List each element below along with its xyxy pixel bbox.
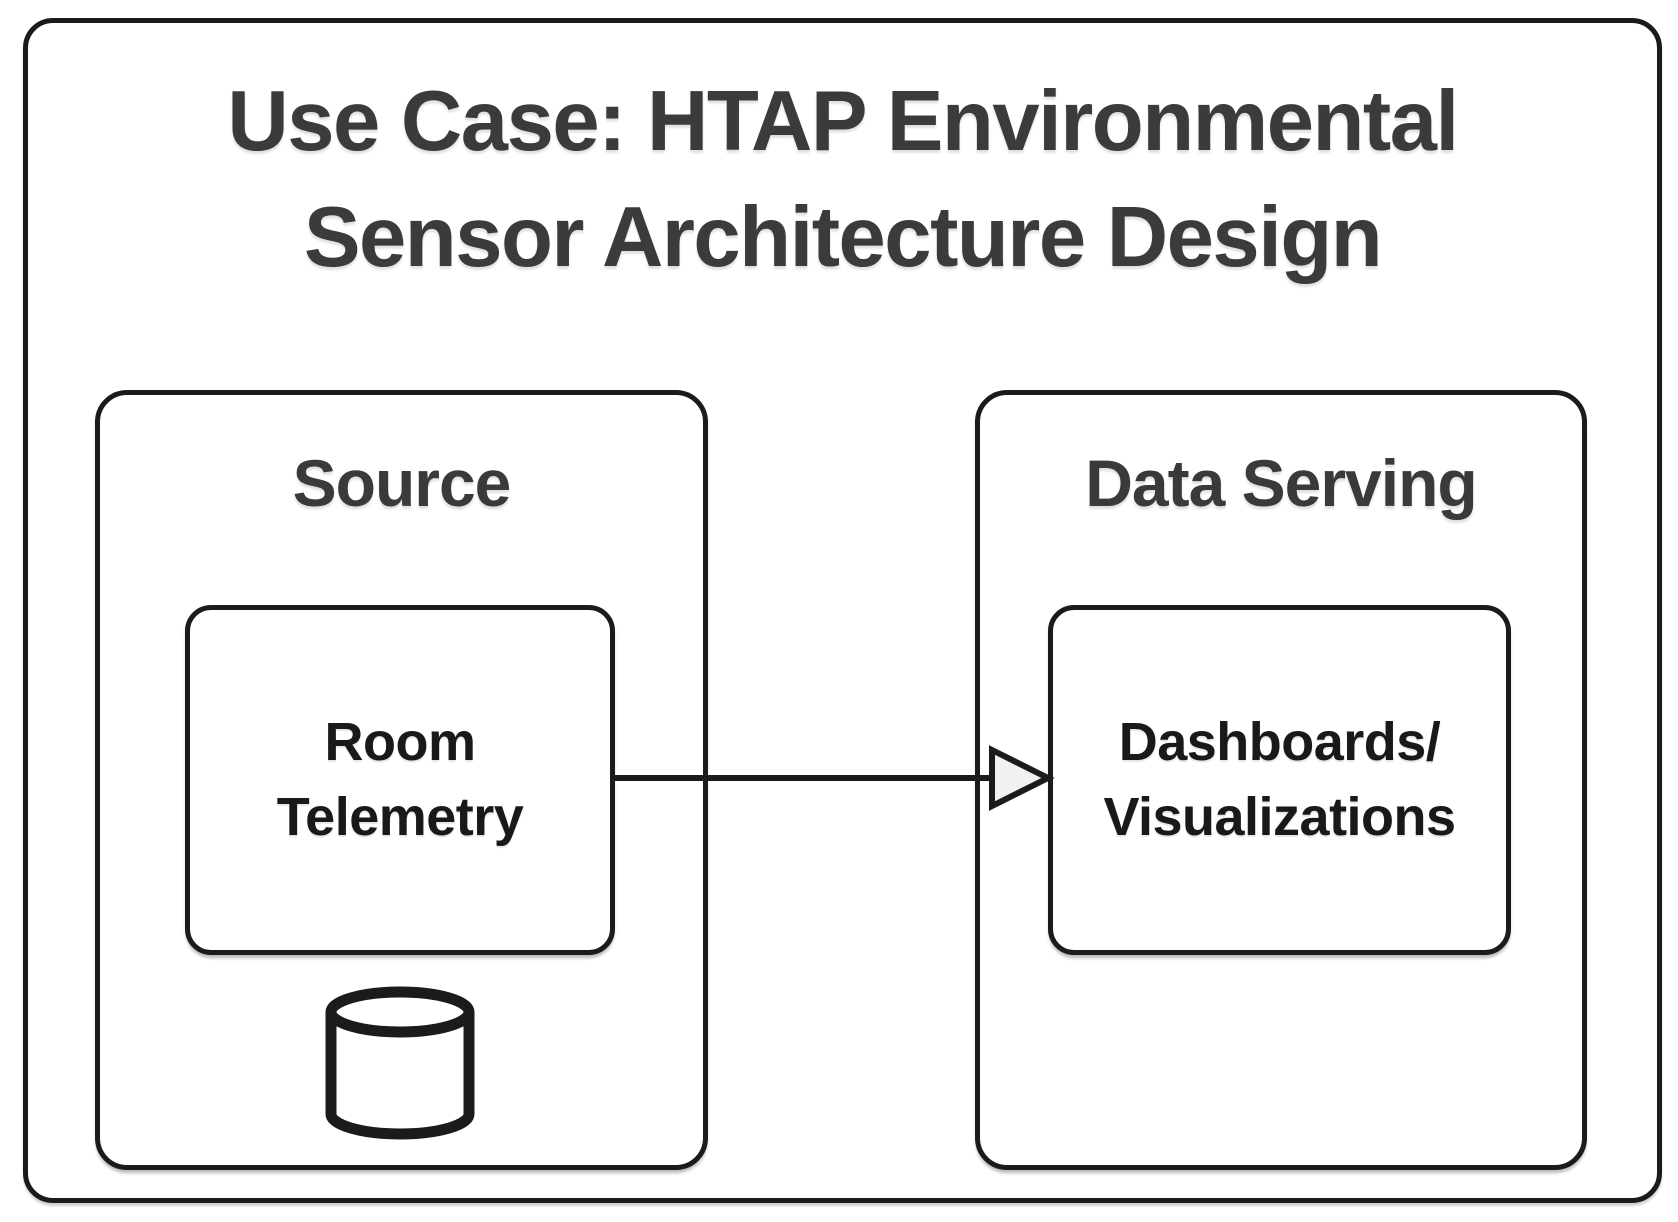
database-cylinder-icon	[325, 986, 475, 1140]
node-dashboards-visualizations: Dashboards/ Visualizations	[1048, 605, 1511, 955]
diagram-title: Use Case: HTAP Environmental Sensor Arch…	[227, 74, 1459, 285]
flow-arrow-head	[989, 745, 1055, 811]
database-cylinder-body	[325, 1012, 475, 1140]
group-source-label: Source	[292, 446, 512, 520]
flow-arrow-right-icon	[612, 745, 1055, 811]
group-data-serving-label: Data Serving	[1085, 446, 1477, 520]
database-cylinder-top	[325, 986, 475, 1038]
diagram-frame	[23, 18, 1662, 1203]
node-room-telemetry: Room Telemetry	[185, 605, 615, 955]
